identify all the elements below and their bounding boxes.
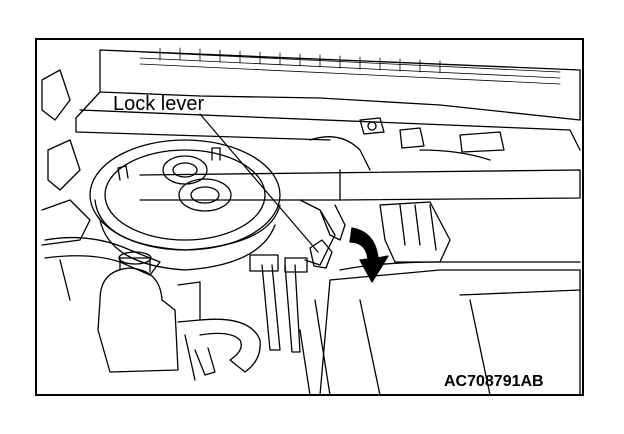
lock-lever [309,239,333,269]
figure-id: AC708791AB [444,373,544,390]
line-art [41,47,581,396]
strut-bolt-1 [117,165,129,181]
strut-bolt-2 [211,147,221,161]
callout-leader [199,113,319,253]
left-fender-detail [41,69,81,191]
battery-tray [359,289,581,396]
rotation-arrow [349,227,389,283]
battery-box [319,269,581,396]
hose-center [199,318,261,373]
cowl-panel [99,49,581,121]
reservoir-tank [97,267,179,373]
hood-seal [75,91,331,141]
strut-nut-right [178,178,232,212]
hose-left [44,236,161,276]
callout-label-lock-lever: Lock lever [113,93,204,115]
cowl-grille [139,47,561,85]
hood-edge [79,109,581,151]
